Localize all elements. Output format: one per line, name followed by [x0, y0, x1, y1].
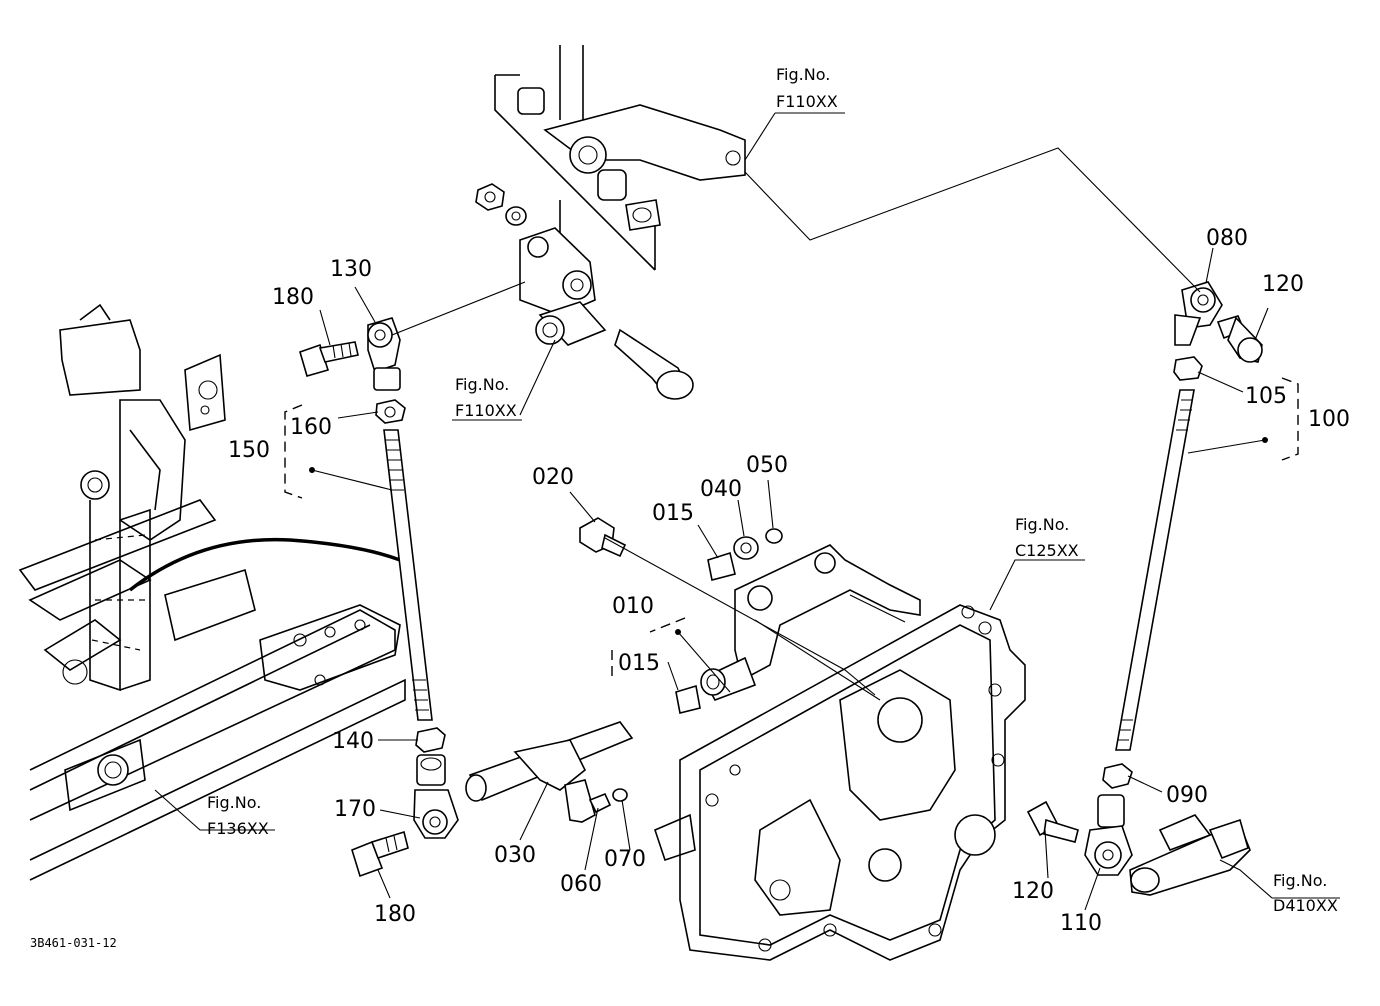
fig-ref-frame-line1: Fig.No.	[207, 793, 261, 812]
fig-ref-top-line2: F110XX	[776, 92, 838, 111]
part-label-070: 070	[604, 847, 646, 872]
part-label-100: 100	[1308, 407, 1350, 432]
part-label-160: 160	[290, 415, 332, 440]
transmission-case	[654, 559, 1085, 961]
figure-reference-labels: Fig.No. F110XX Fig.No. F110XX Fig.No. F1…	[207, 65, 1338, 915]
fig-ref-case-line1: Fig.No.	[1015, 515, 1069, 534]
left-rod-assembly	[284, 317, 459, 878]
part-label-180-lower: 180	[374, 902, 416, 927]
part-label-040: 040	[700, 477, 742, 502]
center-lever-assembly	[465, 517, 921, 823]
fig-ref-case-line2: C125XX	[1015, 541, 1079, 560]
part-label-180-upper: 180	[272, 285, 314, 310]
part-label-170: 170	[334, 797, 376, 822]
part-label-020: 020	[532, 465, 574, 490]
part-label-010: 010	[612, 594, 654, 619]
fig-ref-top-line1: Fig.No.	[776, 65, 830, 84]
part-label-060: 060	[560, 872, 602, 897]
part-label-120-lower: 120	[1012, 879, 1054, 904]
part-number-labels: 130 180 160 150 140 170 180 020 015 040 …	[228, 226, 1350, 936]
leader-lines	[205, 112, 1340, 911]
drawing-code: 3B461-031-12	[30, 936, 117, 950]
fig-ref-frame-line2: F136XX	[207, 819, 269, 838]
upper-bracket-assembly	[475, 45, 746, 400]
part-label-030: 030	[494, 843, 536, 868]
part-label-090: 090	[1166, 783, 1208, 808]
part-label-150: 150	[228, 438, 270, 463]
frame-assembly	[18, 303, 406, 881]
right-rod-assembly	[1026, 281, 1299, 896]
part-label-015-lower: 015	[618, 651, 660, 676]
part-label-130: 130	[330, 257, 372, 282]
part-label-110: 110	[1060, 911, 1102, 936]
part-label-015-upper: 015	[652, 501, 694, 526]
part-label-140: 140	[332, 729, 374, 754]
fig-ref-lever-line1: Fig.No.	[1273, 871, 1327, 890]
fig-ref-lever-line2: D410XX	[1273, 896, 1338, 915]
part-label-120-upper: 120	[1262, 272, 1304, 297]
fig-ref-mid-line1: Fig.No.	[455, 375, 509, 394]
part-label-080: 080	[1206, 226, 1248, 251]
part-label-050: 050	[746, 453, 788, 478]
part-label-105: 105	[1245, 384, 1287, 409]
fig-ref-mid-line2: F110XX	[455, 401, 517, 420]
